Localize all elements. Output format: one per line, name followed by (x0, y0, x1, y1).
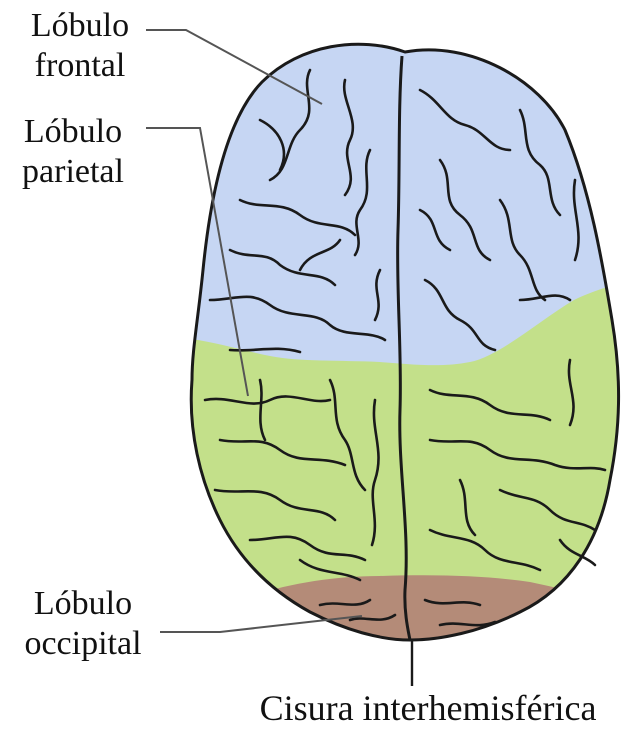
frontal-lobe-label-line1: Lóbulo (18, 6, 142, 46)
parietal-lobe-label-line1: Lóbulo (4, 112, 142, 152)
parietal-lobe-label: Lóbulo parietal (4, 112, 142, 192)
occipital-lobe-label-line2: occipital (8, 624, 158, 664)
frontal-lobe-label-line2: frontal (18, 46, 142, 86)
occipital-lobe-label: Lóbulo occipital (8, 584, 158, 664)
interhemispheric-fissure-label: Cisura interhemisférica (232, 688, 623, 728)
occipital-lobe-region (240, 575, 620, 680)
frontal-lobe-label: Lóbulo frontal (18, 6, 142, 86)
occipital-lobe-label-line1: Lóbulo (8, 584, 158, 624)
parietal-lobe-label-line2: parietal (4, 152, 142, 192)
